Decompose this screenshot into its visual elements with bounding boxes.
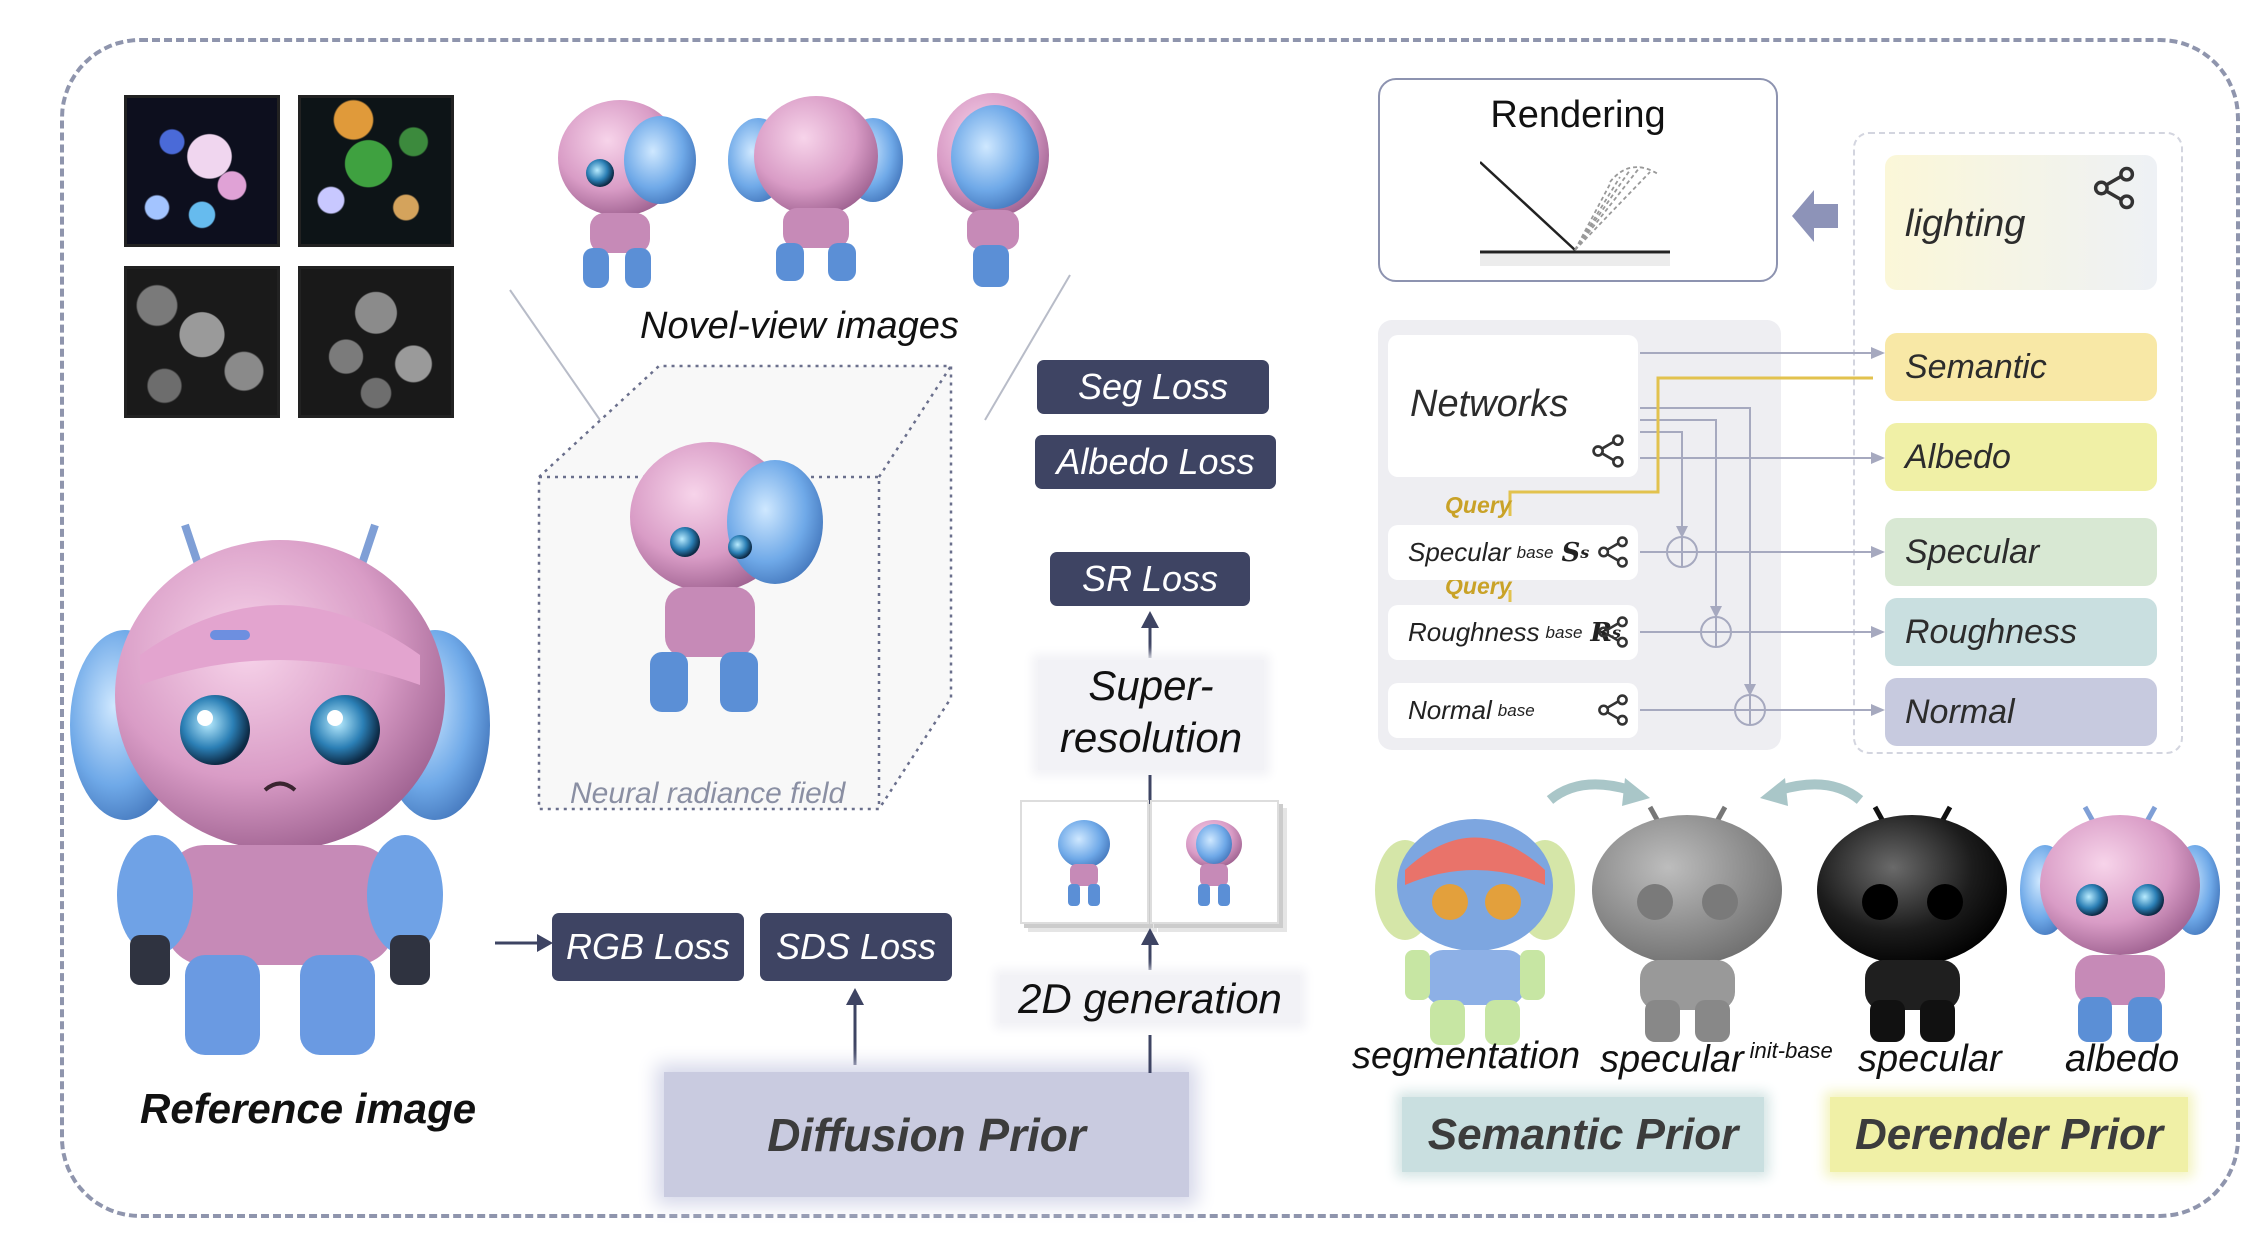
albedo-label: albedo (2065, 1038, 2180, 1080)
nerf-cube (537, 364, 953, 811)
projection-lines (509, 274, 1071, 421)
novel-view-robot-1 (558, 100, 696, 288)
arrow-reference-to-rgb (495, 934, 553, 952)
share-icon (1592, 434, 1624, 468)
outer-frame (60, 38, 2240, 1218)
brdf-icon (1480, 161, 1670, 266)
albedo-robot (2020, 805, 2220, 1042)
property-semantic: Semantic (1885, 333, 2157, 401)
novel-view-label: Novel-view images (640, 305, 959, 347)
property-specular: Specular (1885, 518, 2157, 586)
generated-image-1 (1020, 800, 1149, 924)
sds-loss: SDS Loss (760, 913, 952, 981)
roughness-base-name: Roughness (1408, 617, 1540, 647)
diffusion-prior: Diffusion Prior (664, 1072, 1189, 1197)
albedo-loss: Albedo Loss (1035, 435, 1276, 489)
networks-box: Networks (1388, 335, 1638, 477)
normal-base-sup: base (1497, 700, 1535, 720)
generated-robot-1 (1058, 820, 1110, 906)
reference-label: Reference image (140, 1085, 477, 1132)
super-resolution-label: Super- resolution (1038, 660, 1264, 770)
specular-base-name: Specular (1408, 537, 1511, 567)
roughness-base-var: R (1590, 617, 1613, 648)
segmentation-label: segmentation (1352, 1035, 1581, 1077)
property-roughness: Roughness (1885, 598, 2157, 666)
arrow-lighting-to-rendering (1792, 190, 1838, 242)
network-connections (1508, 347, 1885, 726)
arrow-diffusion-to-sds (846, 988, 864, 1065)
lighting-label: lighting (1905, 203, 2026, 245)
connector-diffusion-to-2d (1148, 1035, 1152, 1073)
super-resolution-text: Super- resolution (1059, 662, 1243, 761)
specular-label: specular (1858, 1038, 2002, 1080)
novel-view-robot-3 (937, 93, 1049, 287)
property-albedo: Albedo (1885, 423, 2157, 491)
generated-robot-2 (1186, 820, 1242, 906)
material-properties-group (1853, 132, 2183, 754)
nerf-label: Neural radiance field (570, 777, 846, 810)
texture-map-roughness (124, 266, 280, 418)
networks-label: Networks (1410, 383, 1569, 425)
texture-map-specular (298, 266, 454, 418)
generated-image-2 (1150, 800, 1279, 924)
specular-init-text: specular (1600, 1038, 1744, 1081)
rendering-title: Rendering (1490, 94, 1666, 136)
rendering-box: Rendering (1378, 78, 1778, 282)
texture-map-segmentation (298, 95, 454, 247)
specular-base-var-sub: s (1580, 543, 1590, 562)
specular-robot (1817, 805, 2007, 1042)
share-icon (2093, 166, 2135, 210)
roughness-base-var-sub: s (1612, 623, 1622, 642)
generation-2d-label: 2D generation (1000, 975, 1300, 1023)
share-icon (1598, 616, 1628, 648)
roughness-base-sup: base (1545, 622, 1583, 642)
specular-base-sup: base (1516, 542, 1554, 562)
query-label-1: Query (1445, 492, 1512, 518)
arrow-2d-to-images (1141, 928, 1159, 970)
curved-arrows (1546, 778, 1864, 806)
texture-map-color (124, 95, 280, 247)
seg-loss: Seg Loss (1037, 360, 1269, 414)
arrow-super-to-sr (1141, 611, 1159, 658)
segmentation-robot (1375, 819, 1575, 1045)
sr-loss: SR Loss (1050, 552, 1250, 606)
share-icon (1598, 536, 1628, 568)
novel-view-robot-2 (728, 96, 903, 281)
derender-prior: Derender Prior (1830, 1097, 2188, 1172)
rgb-loss: RGB Loss (552, 913, 744, 981)
specular-init-sup: init-base (1749, 1038, 1833, 1063)
normal-base-name: Normal (1408, 695, 1492, 725)
semantic-prior: Semantic Prior (1402, 1097, 1764, 1172)
lighting-box: lighting (1885, 155, 2157, 290)
specular-init-robot (1592, 805, 1782, 1042)
reference-robot (70, 523, 490, 1055)
property-normal: Normal (1885, 678, 2157, 746)
normal-base-network: Normal base (1388, 683, 1638, 738)
share-icon (1598, 694, 1628, 726)
specular-base-var: S (1561, 537, 1581, 568)
